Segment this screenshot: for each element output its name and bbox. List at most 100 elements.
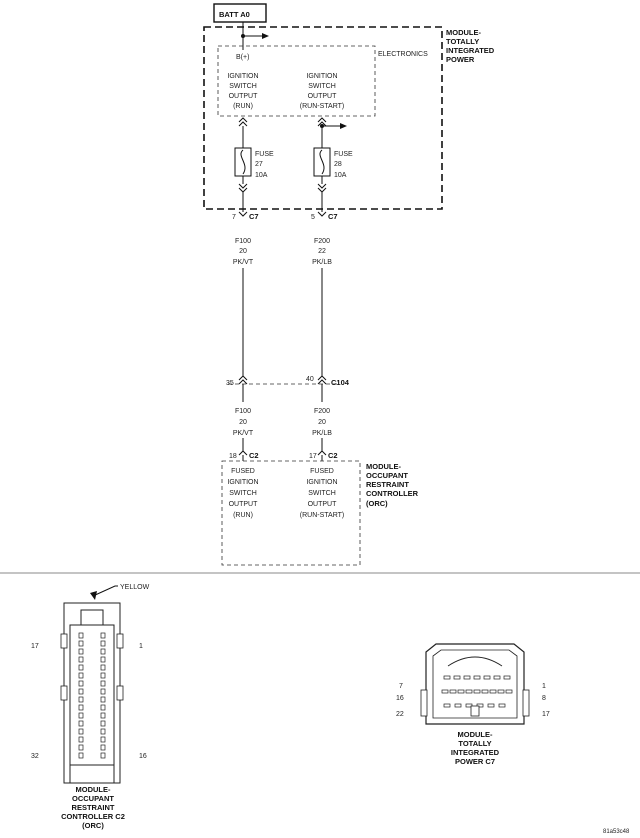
c2-pin-cavity [100, 656, 106, 663]
c7-pin-cavity [481, 689, 489, 694]
orc-title-line: OCCUPANT [366, 471, 408, 480]
orc-title-line: MODULE- [366, 462, 401, 471]
runstart-output-line: IGNITION [306, 73, 337, 80]
c2-pin-17-label: 17 [31, 643, 39, 650]
c2-pin-32-label: 32 [31, 753, 39, 760]
tipm-title-line: POWER [446, 55, 475, 64]
c7-pin-cavity [473, 675, 481, 680]
c2-left-label: C2 [249, 451, 259, 460]
c2-pin-cavity [100, 640, 106, 647]
wire-left-top-line: F100 [235, 238, 251, 245]
orc-runstart-text: FUSED IGNITION SWITCH OUTPUT (RUN-START) [300, 468, 344, 519]
c2-pin-cavity [100, 688, 106, 695]
c7-right-label: C7 [328, 212, 338, 221]
c2-right-pin-symbol [317, 450, 327, 456]
left-connector-chevron-bottom [238, 183, 248, 193]
c2-left-pin-symbol [238, 450, 248, 456]
c2-pin-1-label: 1 [139, 643, 143, 650]
orc-run-line: FUSED [231, 468, 255, 475]
c2-pin-cavity [78, 664, 84, 671]
wire-right-bottom-label: F200 20 PK/LB [312, 408, 332, 437]
c7-housing-inner [432, 649, 518, 719]
c7-pin-cavity [476, 703, 484, 708]
runstart-output-line: SWITCH [308, 83, 336, 90]
fuse-27-label-line: FUSE [255, 151, 274, 158]
fuse-27-label: FUSE 27 10A [255, 151, 274, 179]
run-output-line: IGNITION [227, 73, 258, 80]
c7-pin-cavity [441, 689, 449, 694]
right-arrow-head [340, 123, 347, 129]
electronics-label: ELECTRONICS [378, 51, 428, 58]
c7-left-label: C7 [249, 212, 259, 221]
c7-pin-16-label: 16 [396, 695, 404, 702]
c2-pin-cavity [78, 704, 84, 711]
wire-left-bottom-label: F100 20 PK/VT [233, 408, 254, 437]
wire-right-top-label: F200 22 PK/LB [312, 238, 332, 266]
c2-pin-cavity [78, 752, 84, 759]
c7-caption-line: INTEGRATED [451, 748, 500, 757]
c7-key [470, 705, 480, 717]
c7-pin-cavity [503, 675, 511, 680]
c104-label: C104 [331, 378, 350, 387]
c2-right-label: C2 [328, 451, 338, 460]
orc-module-box [221, 460, 361, 566]
orc-title: MODULE- OCCUPANT RESTRAINT CONTROLLER (O… [366, 462, 419, 508]
c104-left-pin-symbol [238, 375, 248, 385]
orc-title-line: (ORC) [366, 499, 388, 508]
run-output-line: (RUN) [233, 103, 253, 110]
orc-title-line: CONTROLLER [366, 489, 419, 498]
c2-caption-line: CONTROLLER C2 [61, 812, 125, 821]
c104-right-pin-symbol [317, 375, 327, 385]
c7-right-pin-number: 5 [311, 214, 315, 221]
c2-pin-cavity [78, 632, 84, 639]
c7-top-arch [447, 656, 503, 667]
tipm-title-line: INTEGRATED [446, 46, 495, 55]
c2-caption-line: MODULE- [76, 785, 111, 794]
batt-a0-box [213, 3, 267, 23]
wire-left-top-label: F100 20 PK/VT [233, 238, 254, 266]
c2-right-pin-number: 17 [309, 453, 317, 460]
c2-latch [80, 609, 104, 627]
tipm-title-line: TOTALLY [446, 37, 479, 46]
right-circuit-tipm [313, 117, 347, 212]
c2-pin-cavity [78, 696, 84, 703]
c2-base [69, 764, 115, 784]
orc-run-line: IGNITION [227, 479, 258, 486]
c7-left-pin-symbol [238, 211, 248, 217]
c2-connector: 18 C2 17 C2 [229, 450, 338, 461]
tipm-title-line: MODULE- [446, 28, 481, 37]
fuse-28-body [313, 147, 331, 177]
c7-pin-cavity [454, 703, 462, 708]
c2-pin-16-label: 16 [139, 753, 147, 760]
c2-pin-cavity [100, 680, 106, 687]
orc-run-line: (RUN) [233, 512, 253, 519]
wire-right-top-line: F200 [314, 238, 330, 245]
fuse-27-element [240, 149, 246, 175]
wire-right-top-line: PK/LB [312, 259, 332, 266]
c2-pin-grid [78, 632, 106, 759]
fuse-27-body [234, 147, 252, 177]
fuse-28-label-line: 28 [334, 161, 342, 168]
c2-pin-cavity [78, 680, 84, 687]
c7-caption-line: POWER C7 [455, 757, 495, 766]
orc-run-line: SWITCH [229, 490, 257, 497]
connector-c2-view: YELLOW 17 1 32 16 MODULE- OCCUPANT RESTR… [31, 584, 150, 830]
c2-pin-cavity [78, 672, 84, 679]
left-connector-chevron [238, 117, 248, 127]
orc-runstart-line: IGNITION [306, 479, 337, 486]
c7-pin-cavity [505, 689, 513, 694]
yellow-leader-line [92, 585, 118, 597]
fuse-28-label-line: FUSE [334, 151, 353, 158]
runstart-output-line: OUTPUT [308, 93, 338, 100]
fuse-28-label-line: 10A [334, 172, 347, 179]
c7-pin-cavity [449, 689, 457, 694]
c7-pin-22-label: 22 [396, 711, 404, 718]
c2-caption-line: (ORC) [82, 821, 104, 830]
figure-id: 81a53c48 [603, 829, 630, 835]
c7-pin-grid [441, 675, 513, 708]
wire-left-top-line: PK/VT [233, 259, 254, 266]
c7-pin-1-label: 1 [542, 683, 546, 690]
batt-a0-label: BATT A0 [219, 10, 250, 19]
c2-side-tab-right-lower [116, 685, 124, 701]
wire-left-bottom-line: F100 [235, 408, 251, 415]
